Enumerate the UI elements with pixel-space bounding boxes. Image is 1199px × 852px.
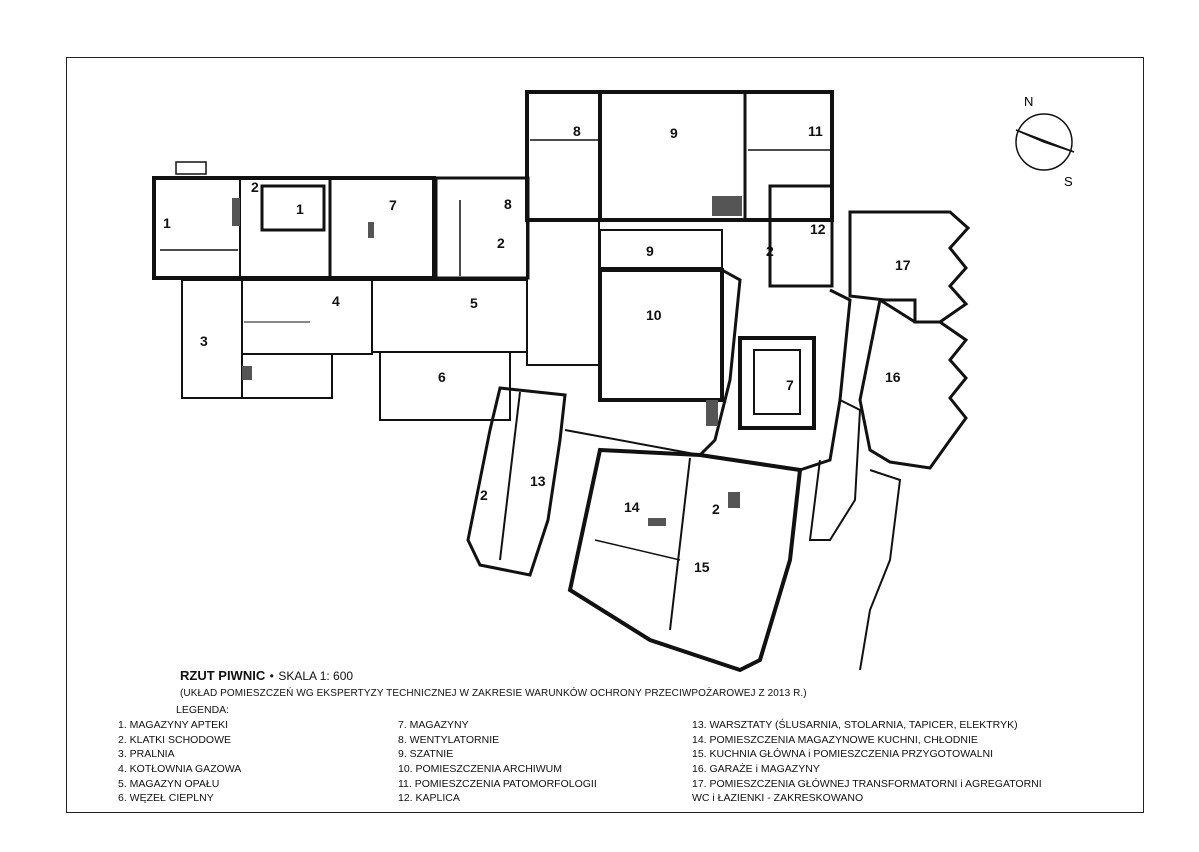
legend-item: 9. SZATNIE: [398, 748, 454, 761]
legend-column-1: 1. MAGAZYNY APTEKI 2. KLATKI SCHODOWE 3.…: [118, 718, 241, 806]
wall-room-1b: [260, 184, 326, 232]
legend-item: 14. POMIESZCZENIA MAGAZYNOWE KUCHNI, CHŁ…: [692, 733, 978, 746]
legend-item: WC i ŁAZIENKI - ZAKRESKOWANO: [692, 792, 864, 805]
wall-block-8: [434, 176, 530, 280]
legend-heading: LEGENDA:: [176, 704, 230, 716]
wall-kitchen-wing: [567, 447, 803, 673]
wall-corridor: [799, 288, 852, 472]
room-label: 2: [497, 235, 505, 251]
room-label: 1: [163, 215, 171, 231]
legend-item: 13. WARSZTATY (ŚLUSARNIA, STOLARNIA, TAP…: [692, 719, 1018, 731]
compass-s: S: [1064, 174, 1073, 189]
room-label: 15: [694, 559, 710, 575]
wall-transformer: [848, 210, 971, 324]
wall-corridor: [698, 268, 742, 457]
wall: [594, 539, 681, 561]
wall-corridor: [808, 399, 862, 541]
legend-item: 12. KAPLICA: [398, 792, 460, 805]
room-label: 1: [296, 201, 304, 217]
wall: [526, 219, 600, 366]
room-label: 2: [480, 487, 488, 503]
stair-hatch: [712, 196, 742, 216]
room-label: 2: [766, 243, 774, 259]
wall: [753, 349, 801, 415]
stair-hatch: [368, 222, 374, 238]
legend-item: 4. KOTŁOWNIA GAZOWA: [118, 763, 242, 776]
room-label: 6: [438, 369, 446, 385]
room-label: 16: [885, 369, 901, 385]
legend-item: 5. MAGAZYN OPAŁU: [118, 777, 220, 790]
room-label: 7: [389, 197, 397, 213]
wall-archive: [598, 268, 724, 402]
compass: N S: [1015, 94, 1075, 189]
room-label: 9: [670, 125, 678, 141]
legend-item: 2. KLATKI SCHODOWE: [118, 733, 231, 746]
wall-garages: [858, 297, 969, 470]
wall: [499, 391, 521, 561]
room-label: 2: [712, 501, 720, 517]
legend-item: 16. GARAŻE i MAGAZYNY: [692, 763, 820, 776]
room-label: 7: [786, 377, 794, 393]
legend-item: 15. KUCHNIA GŁÓWNA i POMIESZCZENIA PRZYG…: [692, 748, 994, 761]
stair-hatch: [232, 198, 240, 226]
drawing-subtitle: (UKŁAD POMIESZCZEŃ WG EKSPERTYZY TECHNIC…: [180, 688, 807, 699]
room-label: 3: [200, 333, 208, 349]
title-block: RZUT PIWNIC • SKALA 1: 600: [180, 667, 940, 685]
legend-item: 8. WENTYLATORNIE: [398, 733, 500, 746]
room-label: 8: [573, 123, 581, 139]
legend-item: 1. MAGAZYNY APTEKI: [118, 719, 229, 731]
drawing-frame: [66, 57, 1144, 813]
wall: [599, 229, 723, 269]
stair-hatch: [242, 366, 252, 380]
wall: [241, 353, 333, 399]
legend-item: 3. PRALNIA: [118, 748, 175, 761]
legend-item: 7. MAGAZYNY: [398, 719, 469, 731]
wall: [175, 161, 207, 175]
wall-fuel-store: [371, 279, 528, 353]
legend-item: 6. WĘZEŁ CIEPLNY: [118, 792, 214, 805]
title-bullet: •: [269, 669, 274, 683]
legend-column-2: 7. MAGAZYNY 8. WENTYLATORNIE 9. SZATNIE …: [398, 718, 597, 806]
wall-boiler: [241, 279, 373, 355]
wall-north-block: [525, 90, 834, 222]
room-label: 11: [808, 123, 823, 139]
room-label: 14: [624, 499, 640, 515]
legend-column-3: 13. WARSZTATY (ŚLUSARNIA, STOLARNIA, TAP…: [692, 718, 1042, 806]
wall-chapel: [768, 184, 834, 288]
room-label: 9: [646, 243, 654, 259]
legend-item: 17. POMIESZCZENIA GŁÓWNEJ TRANSFORMATORN…: [692, 777, 1042, 790]
wall-annex: [859, 469, 902, 671]
wall-store-7: [738, 336, 816, 430]
room-label: 10: [646, 307, 662, 323]
room-label: 17: [895, 257, 911, 273]
wall-west-block: [152, 176, 436, 280]
wall: [669, 457, 691, 631]
room-label: 8: [504, 196, 512, 212]
room-label: 13: [530, 473, 546, 489]
wall-laundry: [181, 279, 243, 399]
room-label: 2: [251, 179, 259, 195]
room-label: 12: [810, 221, 826, 237]
room-label: 5: [470, 295, 478, 311]
legend-item: 10. POMIESZCZENIA ARCHIWUM: [398, 763, 562, 776]
wall: [564, 429, 701, 456]
room-label: 4: [332, 293, 340, 309]
wall-workshops: [466, 386, 567, 577]
compass-n: N: [1024, 94, 1033, 109]
drawing-scale: SKALA 1: 600: [278, 669, 354, 683]
wall-heat-node: [379, 351, 511, 421]
stair-hatch: [728, 492, 740, 508]
legend-item: 11. POMIESZCZENIA PATOMORFOLOGII: [398, 777, 597, 790]
stair-hatch: [706, 400, 718, 426]
drawing-title: RZUT PIWNIC: [180, 668, 266, 683]
stair-hatch: [648, 518, 666, 526]
